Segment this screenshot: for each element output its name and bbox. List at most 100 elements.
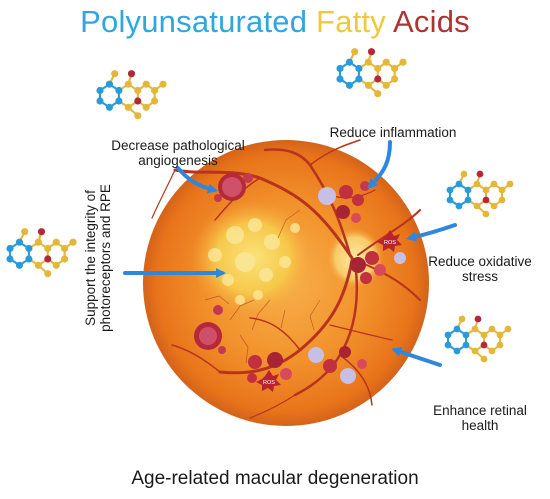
molecule-atom	[111, 70, 119, 78]
molecule-atom	[446, 196, 454, 204]
label-integrity-line1: Support the integrity of	[83, 190, 98, 326]
molecule-bottom-right	[444, 315, 512, 363]
molecule-atom	[490, 202, 498, 210]
effect-arrows	[123, 140, 457, 367]
title-word-acids: Acids	[393, 4, 470, 39]
lesion-bottom-center: ROS	[247, 352, 292, 392]
molecule-atom	[34, 238, 42, 246]
molecule-atom	[52, 238, 60, 246]
molecule-atom	[382, 81, 390, 89]
molecule-atom	[455, 202, 463, 210]
molecule-atom	[455, 180, 463, 188]
molecule-atom	[44, 244, 52, 253]
molecule-atom	[21, 228, 29, 236]
label-angiogenesis: Decrease pathological angiogenesis	[108, 138, 248, 168]
molecule-atom	[504, 325, 512, 333]
ros-label-bottom: ROS	[263, 380, 275, 386]
drusen-deposits	[208, 218, 300, 305]
molecule-atom	[124, 80, 132, 88]
lesion-top-left	[214, 173, 253, 202]
molecule-atom	[142, 103, 150, 111]
title-word-fatty: Fatty	[316, 4, 386, 39]
molecule-atom	[151, 86, 159, 95]
arrow-angiogenesis	[176, 166, 218, 194]
ros-label-top: ROS	[384, 240, 396, 246]
lesion-left	[194, 305, 226, 354]
molecule-atom	[488, 325, 496, 333]
label-oxidative: Reduce oxidative stress	[425, 254, 535, 284]
label-retinal-line1: Enhance retinal	[433, 403, 527, 418]
ros-burst-bottom	[256, 370, 281, 392]
label-retinal-line2: health	[461, 418, 499, 433]
label-oxidative-line1: Reduce oxidative	[428, 254, 532, 269]
molecule-atom	[482, 186, 490, 194]
molecule-atom	[52, 261, 60, 269]
molecule-atom	[391, 75, 399, 83]
molecule-atom	[374, 90, 382, 98]
label-angiogenesis-line2: angiogenesis	[138, 153, 218, 168]
molecule-atom	[15, 261, 24, 269]
molecule-atom	[490, 180, 498, 188]
label-integrity: Support the integrity of photoreceptors …	[83, 148, 113, 368]
molecule-atom	[374, 64, 382, 73]
molecule-top-left	[96, 70, 167, 120]
label-angiogenesis-line1: Decrease pathological	[111, 138, 245, 153]
molecule-atom	[25, 255, 33, 263]
molecule-right	[446, 170, 514, 218]
molecule-atom	[37, 228, 46, 236]
molecule-atom	[105, 103, 114, 111]
molecule-atom	[480, 331, 488, 339]
molecule-atom	[96, 97, 104, 105]
molecule-atom	[336, 64, 344, 73]
molecule-atom	[480, 355, 488, 363]
molecule-atom	[453, 347, 461, 355]
figure-caption: Age-related macular degeneration	[131, 468, 419, 489]
molecule-atom	[476, 170, 484, 178]
lesion-right: ROS	[350, 230, 406, 284]
molecule-atom	[374, 75, 382, 83]
molecule-atom	[496, 341, 504, 349]
molecule-atom	[345, 81, 354, 89]
molecule-atom	[127, 70, 136, 78]
molecule-atom	[61, 244, 69, 253]
molecule-atom	[399, 58, 407, 66]
molecule-atom	[364, 81, 372, 89]
molecule-atom	[471, 325, 479, 333]
molecule-atom	[134, 86, 142, 95]
label-inflammation: Reduce inflammation	[329, 125, 457, 140]
molecule-atom	[364, 58, 372, 66]
molecule-atom	[25, 244, 33, 253]
molecule-atom	[482, 196, 490, 204]
lesion-bottom-right	[308, 346, 367, 384]
molecule-atom	[96, 86, 104, 95]
title-word-polyunsaturated: Polyunsaturated	[80, 4, 308, 39]
molecule-atom	[464, 196, 472, 204]
fine-capillaries	[204, 209, 321, 364]
molecule-atom	[134, 97, 142, 105]
molecule-atom	[453, 325, 461, 333]
molecule-atom	[351, 48, 359, 56]
arrow-oxidative	[406, 223, 457, 242]
molecule-atom	[105, 80, 114, 88]
molecule-atom	[367, 48, 376, 56]
molecule-atom	[391, 64, 399, 73]
molecule-atom	[142, 80, 150, 88]
molecule-atom	[496, 331, 504, 339]
molecule-atom	[444, 331, 452, 339]
arrow-inflammation	[367, 140, 392, 189]
molecule-atom	[473, 202, 481, 210]
retina-fundus: ROS ROS	[143, 139, 429, 426]
molecule-atom	[355, 64, 363, 73]
molecule-atom	[69, 238, 77, 246]
molecule-atom	[34, 261, 42, 269]
molecule-atom	[460, 170, 468, 178]
arrow-retinal	[391, 347, 442, 367]
molecule-atom	[462, 331, 470, 339]
molecule-atom	[471, 347, 479, 355]
molecule-atom	[446, 186, 454, 194]
molecule-atom	[6, 244, 14, 253]
molecule-atom	[473, 180, 481, 188]
molecule-atom	[6, 255, 14, 263]
